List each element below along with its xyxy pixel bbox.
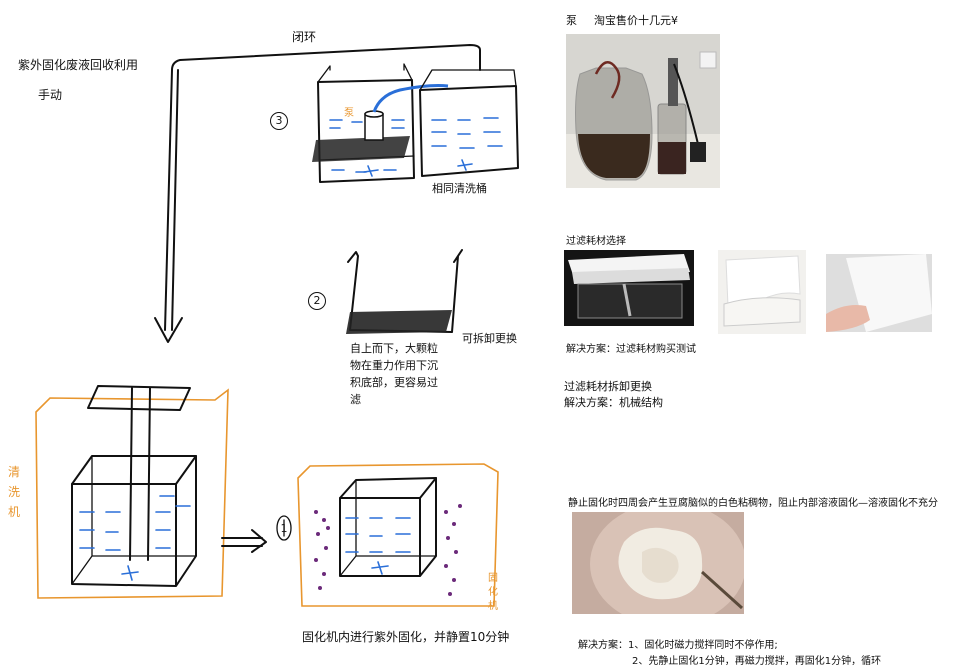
loop-label: 闭环 [292,30,317,44]
replace-solution: 解决方案：机械结构 [564,396,663,409]
same-bucket-label: 相同清洗桶 [432,182,487,195]
step-3-marker: 3 [270,112,288,130]
right-arrow [221,515,292,553]
pump-label: 泵 [566,14,577,27]
step-2-marker: 2 [308,292,326,310]
filter-title: 过滤耗材选择 [566,236,626,247]
curing-machine [297,463,499,607]
problem-text: 静止固化时四周会产生豆腐脑似的白色粘稠物，阻止内部溶液固化—溶液固化不充分 [568,498,938,509]
filter-photo-3 [826,254,932,332]
gravity-note: 自上而下，大颗粒物在重力作用下沉积底部，更容易过滤 [350,342,438,406]
precipitate-photo [572,512,744,614]
filter-mesh-3 [312,136,410,162]
step3-buckets [312,63,519,183]
title-line1: 紫外固化废液回收利用 [18,58,139,72]
washer-machine [35,385,229,599]
final-solution-2: 2、先静止固化1分钟，再磁力搅拌，再固化1分钟，循环 [632,656,882,667]
removable-label: 可拆卸更换 [462,332,517,345]
replace-title: 过滤耗材拆卸更换 [564,380,652,393]
filter-photo-1 [564,250,694,326]
step2-filter-basket [346,249,463,334]
washer-label: 清洗机 [8,465,21,519]
step-1-marker: 1 [280,522,288,535]
pump-photo [566,34,720,188]
loop-arrow [154,44,481,343]
final-solution-1: 解决方案：1、固化时磁力搅拌同时不停作用; [578,640,778,651]
title-line2: 手动 [38,88,63,102]
uv-dots [314,504,462,596]
pump-sketch-icon [364,113,384,141]
filter-photo-2 [718,250,806,334]
filter-solution: 解决方案：过滤耗材购买测试 [566,344,696,355]
curing-machine-label: 固化机 [488,573,498,612]
pump-sketch-label: 泵 [344,108,354,119]
pump-price: 淘宝售价十几元¥ [594,14,678,27]
curing-caption: 固化机内进行紫外固化，并静置10分钟 [302,630,510,644]
process-sketch [35,44,519,607]
